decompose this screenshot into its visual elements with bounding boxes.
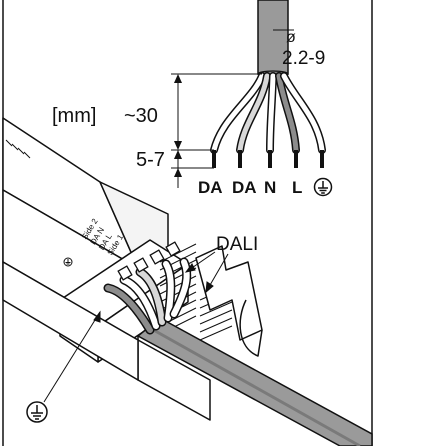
diameter-annotation: ø 2.2-9 (273, 29, 325, 69)
terminal-label-n: N (264, 178, 276, 197)
terminal-labels: DA DA N L (198, 178, 302, 197)
diameter-symbol: ø (286, 29, 296, 46)
terminal-label-da-1: DA (198, 178, 223, 197)
earth-connection-icon (26, 401, 48, 423)
housing-grip-lines (5, 139, 31, 159)
dimension-lines (171, 73, 262, 188)
inserted-conductors (103, 257, 192, 335)
strip-length-label: ~30 (124, 105, 158, 127)
dali-label: DALI (216, 234, 258, 255)
terminal-label-da-2: DA (232, 178, 257, 197)
earth-leader (43, 310, 101, 403)
housing-earth-mark-icon (63, 257, 73, 267)
unit-label: [mm] (52, 105, 96, 127)
bare-conductor-ends (212, 150, 324, 168)
cable-top (257, 0, 289, 78)
dali-leaders (184, 251, 229, 294)
cable-clip (195, 245, 263, 357)
wire-bundle (210, 72, 326, 154)
protective-earth-icon (313, 177, 333, 197)
bare-end-label: 5-7 (136, 149, 165, 171)
terminal-label-l: L (292, 178, 302, 197)
diameter-range: 2.2-9 (282, 48, 325, 69)
terminal-release-buttons (117, 241, 181, 281)
